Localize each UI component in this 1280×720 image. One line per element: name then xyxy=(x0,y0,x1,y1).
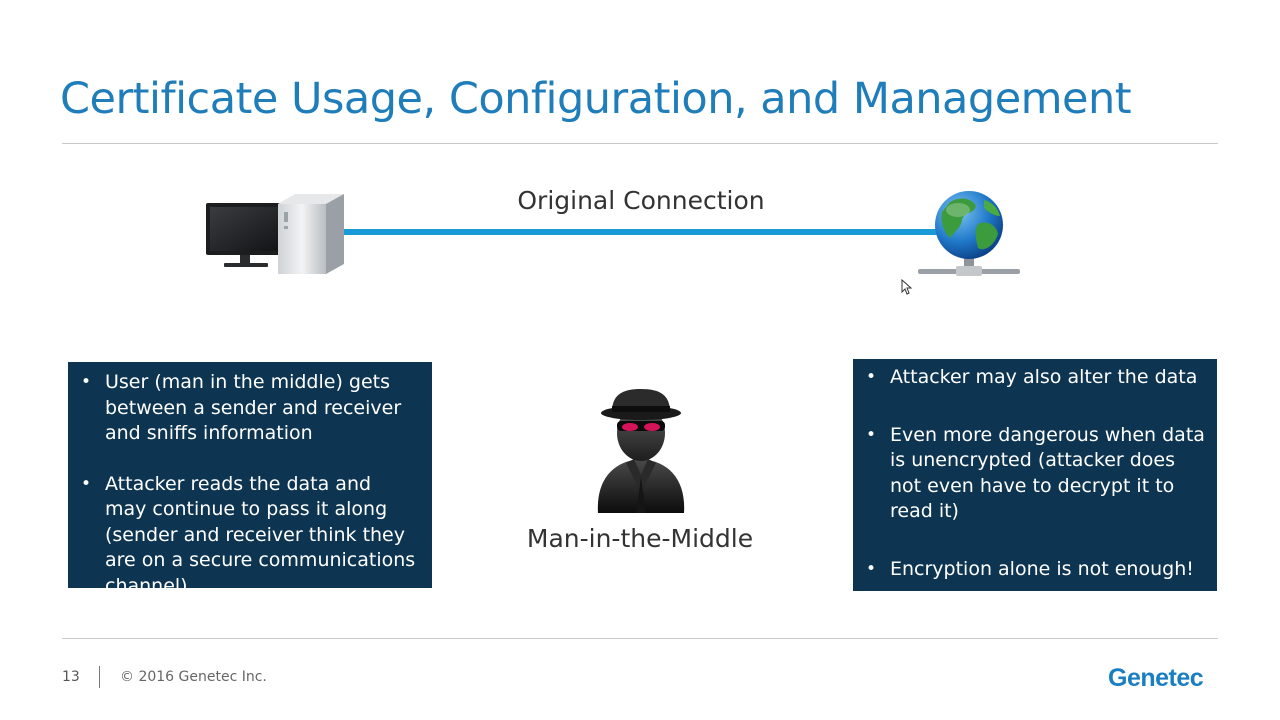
title-divider xyxy=(62,143,1218,144)
list-item: Attacker reads the data and may continue… xyxy=(68,472,416,600)
connection-line xyxy=(338,229,946,235)
connection-label: Original Connection xyxy=(517,186,765,215)
globe-network-icon xyxy=(918,191,1020,276)
footer-separator xyxy=(99,666,100,688)
slide-title: Certificate Usage, Configuration, and Ma… xyxy=(60,74,1132,124)
attacker-risks-box: Attacker may also alter the data Even mo… xyxy=(853,359,1217,591)
mouse-cursor-icon xyxy=(901,279,913,295)
attacker-risks-list: Attacker may also alter the data Even mo… xyxy=(853,365,1207,582)
footer-divider xyxy=(62,638,1218,639)
mitm-label: Man-in-the-Middle xyxy=(526,524,754,553)
list-item: Encryption alone is not enough! xyxy=(853,557,1207,583)
mitm-description-box: User (man in the middle) gets between a … xyxy=(68,362,432,597)
computer-icon xyxy=(206,194,344,274)
list-item: User (man in the middle) gets between a … xyxy=(68,370,416,447)
list-item: Even more dangerous when data is unencry… xyxy=(853,423,1207,525)
page-number: 13 xyxy=(62,669,80,685)
svg-text:Genetec: Genetec xyxy=(1108,664,1204,692)
mitm-description-list: User (man in the middle) gets between a … xyxy=(68,370,416,599)
list-item: Attacker may also alter the data xyxy=(853,365,1207,391)
spy-icon xyxy=(597,389,685,513)
copyright-text: © 2016 Genetec Inc. xyxy=(120,669,267,685)
genetec-logo: Genetec xyxy=(1108,664,1204,692)
